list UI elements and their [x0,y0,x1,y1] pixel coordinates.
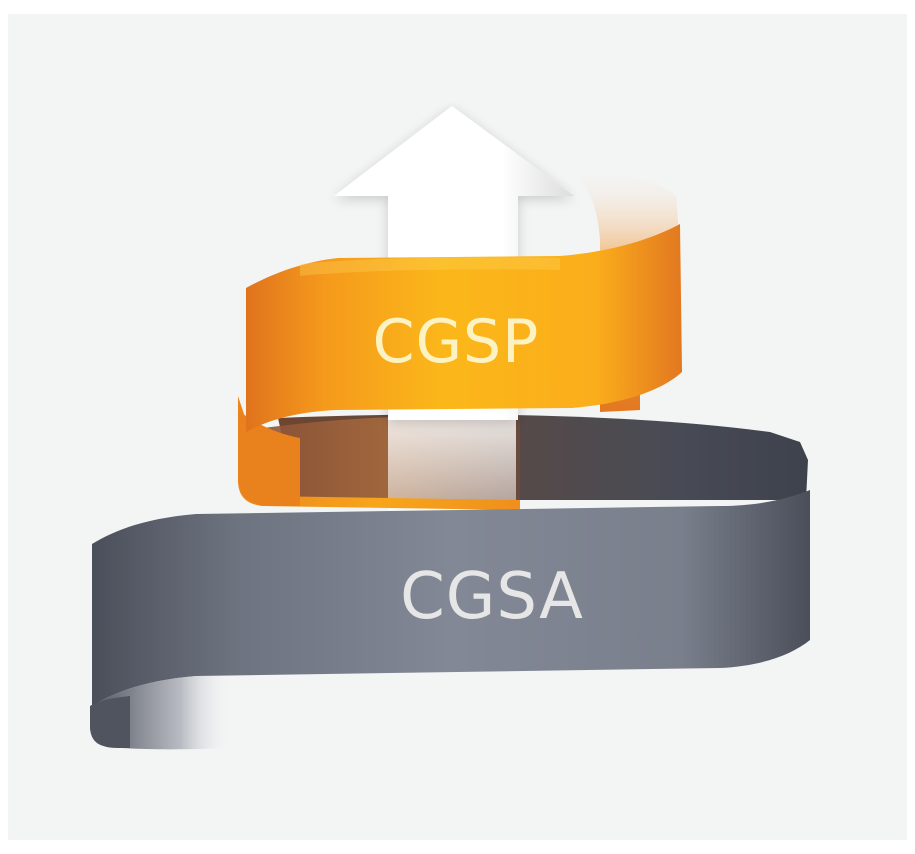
gray-ribbon-front [92,490,810,706]
arrow-shaft-lower [388,418,516,512]
cgsp-label: CGSP [373,307,540,377]
orange-ribbon-highlight [300,257,560,276]
cgsa-label: CGSA [400,560,584,634]
orange-ribbon-front [246,224,682,432]
orange-ribbon-left-bottom [238,410,300,506]
gray-ribbon-tail-shadow [90,696,130,748]
